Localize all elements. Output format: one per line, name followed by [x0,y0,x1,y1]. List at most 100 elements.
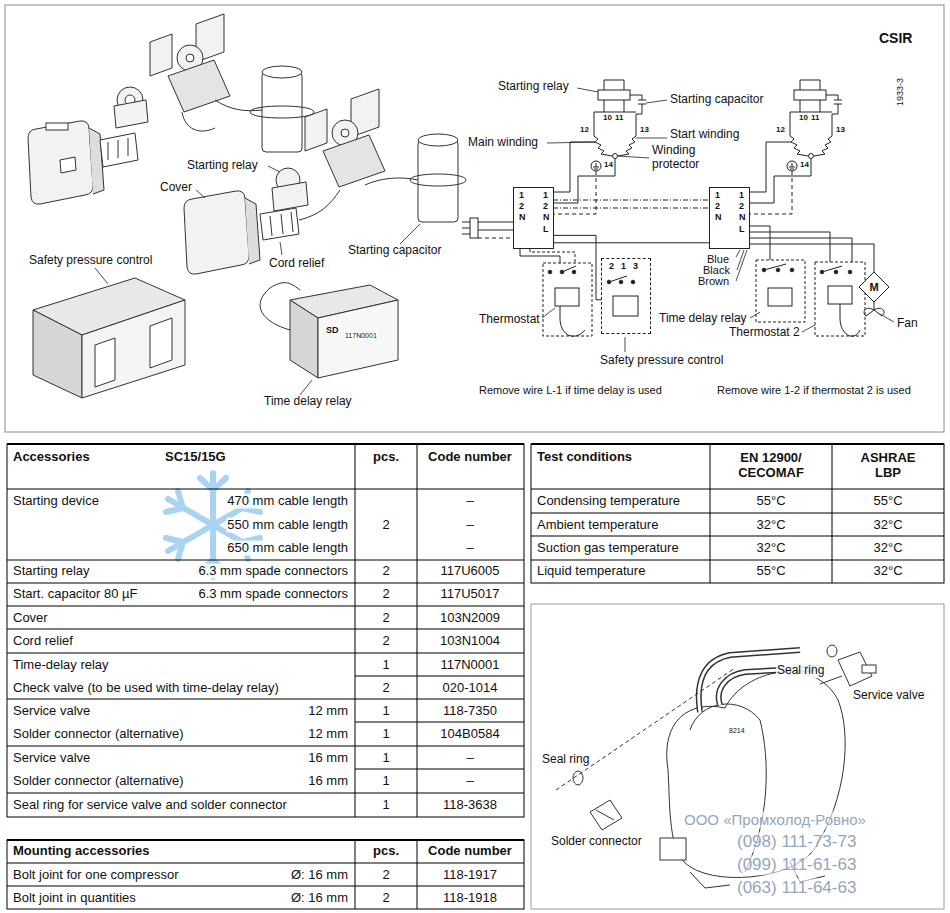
compressor-illustration [699,650,800,712]
compressor-illustration [573,771,583,785]
terminal-number: 1 [738,191,745,200]
table-grid [7,443,524,445]
wiring [764,264,786,270]
wiring [749,238,852,262]
parts-illustration [272,182,308,211]
table-cell: Code number [427,450,513,465]
leader-line [280,242,282,255]
parts-illustration [262,66,302,78]
table-cell: 2 [381,611,390,626]
pressure-control-box: 213 [601,258,651,334]
table-cell: – [465,774,474,789]
table-cell: 2 [381,868,390,883]
wiring-label: 14 [799,160,810,169]
parts-illustration [250,106,314,118]
part-label: SD [325,325,340,335]
table-cell: 12 mm [307,727,349,742]
table-grid [7,840,524,909]
table-cell: Starting device [12,494,100,509]
parts-illustration [270,283,300,290]
wiring [562,266,576,272]
compressor-illustration [660,838,686,860]
wiring-label: Brown [697,275,730,288]
watermark-text: (063) 111-64-63 [736,878,857,898]
table-cell: 32°C [872,541,903,556]
parts-illustration [95,338,115,387]
parts-illustration [270,212,293,236]
table-cell: 117U6005 [439,564,500,579]
wiring [470,218,478,238]
wiring [555,288,579,306]
table-cell: 12 mm [307,704,349,719]
table-cell: 103N2009 [439,611,501,626]
wiring [822,266,842,272]
part-label: Service valve [852,689,925,703]
watermark-text: (098) 111-73-73 [736,832,857,852]
wiring-label: Remove wire L-1 if time delay is used [478,384,663,397]
wiring [543,263,592,336]
wiring-label: 13 [835,125,846,134]
wiring-label: Start winding [669,128,740,142]
wiring-label: 13 [639,125,650,134]
table-cell: 650 mm cable length [226,541,349,556]
table-cell: Accessories [12,450,91,465]
wiring [520,249,560,263]
table-cell: 118-1917 [442,868,498,883]
parts-illustration [245,198,260,264]
part-label: Starting capacitor [347,244,442,258]
terminal-number: 2 [714,202,721,211]
leader-line [750,312,760,318]
terminal-number: 2 [608,262,615,271]
table-cell: – [465,494,474,509]
table-grid [355,676,524,769]
table-cell: 1 [381,727,390,742]
table-cell: – [465,518,474,533]
wiring [548,270,552,274]
part-label: Solder connector [550,835,643,849]
table-cell: SC15/15G [164,450,227,465]
leader-line [400,224,420,244]
table-cell: Bolt joint for one compressor [12,868,179,883]
compressor-illustration [862,665,876,673]
table-cell: Service valve [12,751,91,766]
wiring-label: 14 [603,160,614,169]
wiring-label: Fan [896,317,919,331]
table-cell: 2 [381,518,390,533]
wiring-label: 10 [602,113,613,122]
parts-illustration [60,157,76,173]
table-cell: 1 [381,774,390,789]
table-cell: 118-3638 [442,798,498,813]
wiring-label: M [868,281,879,294]
wiring [776,268,780,272]
table-grid [7,444,524,817]
compressor-illustration [596,810,614,820]
wiring [749,232,830,262]
wire-connector [554,242,709,243]
wiring [560,306,585,336]
table-cell: 550 mm cable length [226,518,349,533]
leader-line [625,337,626,352]
table-cell: 104B0584 [439,727,500,742]
table-cell: Ambient temperature [536,518,659,533]
parts-illustration [114,100,148,128]
table-cell: Bolt joint in quantities [12,891,137,906]
part-label: 8214 [728,727,746,735]
part-label: Cover [159,181,193,195]
wiring [530,249,575,263]
table-cell: Service valve [12,704,91,719]
table-cell: – [465,541,474,556]
terminal-number: N [714,213,723,222]
terminal-number: L [738,225,746,234]
part-label: Safety pressure control [28,254,153,268]
table-cell: 6.3 mm spade connectors [197,587,349,602]
table-cell: 55°C [872,494,903,509]
table-cell: 32°C [755,518,786,533]
table-cell: 118-7350 [442,704,498,719]
table-grid [7,840,524,909]
parts-illustration [150,34,172,76]
wiring-label: 11 [810,113,820,122]
parts-illustration [260,288,290,330]
table-cell: Suction gas temperature [536,541,680,556]
table-cell: Ø: 16 mm [290,868,349,883]
